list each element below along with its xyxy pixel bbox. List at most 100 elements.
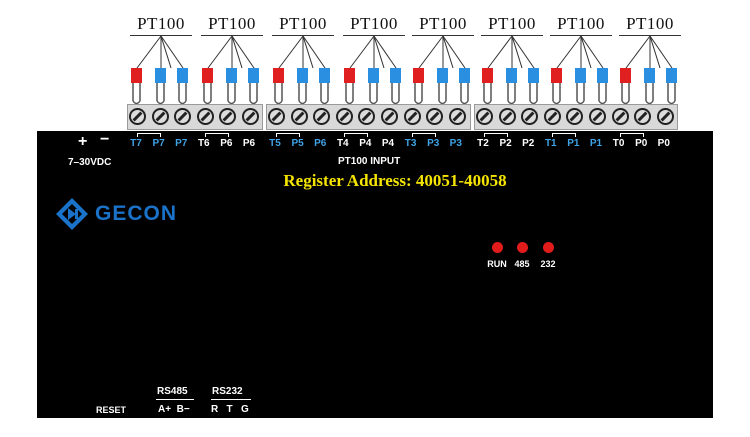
sensor-label: PT100 [279, 14, 327, 33]
terminal-label: T3 [404, 138, 417, 149]
rs485-underline [156, 399, 194, 400]
pt100-sensor: PT100 [477, 0, 547, 108]
terminal-label: P7 [175, 138, 188, 149]
terminal-label: P4 [381, 138, 395, 149]
terminal-screw[interactable] [476, 108, 493, 125]
terminal-pair-marker [343, 133, 368, 137]
led-label: RUN [487, 259, 507, 269]
terminal-pair-marker [619, 133, 644, 137]
terminal-screw[interactable] [268, 108, 285, 125]
sensor-wiring-icon [273, 35, 330, 105]
sensor-underline [130, 35, 192, 36]
sensor-wiring-icon [551, 35, 608, 105]
terminal-block-left [127, 104, 263, 130]
terminal-label: P1 [567, 138, 580, 149]
pt100-sensor: PT100 [339, 0, 409, 108]
terminal-screw[interactable] [656, 108, 674, 125]
terminal-label: P6 [220, 138, 233, 149]
terminal-screw[interactable] [335, 108, 353, 125]
terminal-pair-marker [204, 133, 229, 137]
terminal-screw[interactable] [611, 108, 629, 125]
terminal-pair-marker [484, 133, 508, 137]
terminal-pair-marker [551, 133, 576, 137]
terminal-screw[interactable] [521, 108, 539, 125]
terminal-screw[interactable] [403, 108, 421, 125]
sensor-label: PT100 [626, 14, 674, 33]
rs232-pins: R T G [211, 404, 249, 415]
led-run-indicator [492, 242, 503, 253]
terminal-label: P6 [314, 138, 327, 149]
pt100-sensor: PT100 [408, 0, 478, 108]
terminal-screw[interactable] [290, 108, 308, 125]
terminal-label: T4 [336, 138, 349, 149]
terminal-label: P4 [359, 138, 372, 149]
terminal-screw[interactable] [242, 108, 259, 125]
gecon-diamond-logo-icon [56, 198, 88, 230]
terminal-screw[interactable] [313, 108, 331, 125]
terminal-screw[interactable] [589, 108, 606, 125]
terminal-screw[interactable] [566, 108, 584, 125]
sensor-underline [550, 35, 612, 36]
pt100-sensor: PT100 [546, 0, 616, 108]
terminal-screw[interactable] [448, 108, 466, 125]
sensor-wiring-icon [344, 35, 401, 105]
terminal-screw[interactable] [543, 108, 561, 125]
sensor-underline [272, 35, 334, 36]
terminal-screw[interactable] [174, 108, 192, 125]
rs232-label: RS232 [212, 386, 243, 397]
brand-name: GECON [95, 202, 178, 225]
sensor-wiring-icon [131, 35, 188, 105]
terminal-label: P1 [589, 138, 603, 149]
terminal-label: T0 [612, 138, 625, 149]
pt100-sensor: PT100 [615, 0, 685, 108]
led-232-indicator [543, 242, 554, 253]
sensor-label: PT100 [137, 14, 185, 33]
terminal-label: T5 [269, 138, 281, 149]
terminal-label: T6 [197, 138, 210, 149]
sensor-wiring-icon [620, 35, 677, 105]
pt100-sensor: PT100 [197, 0, 267, 108]
terminal-label: P7 [152, 138, 165, 149]
rs232-underline [211, 399, 251, 400]
terminal-screw[interactable] [498, 108, 516, 125]
terminal-label: P0 [635, 138, 648, 149]
sensor-wiring-icon [413, 35, 470, 105]
terminal-screw[interactable] [426, 108, 444, 125]
device-body [37, 131, 713, 418]
input-title: PT100 INPUT [338, 156, 401, 167]
led-label: 485 [514, 259, 530, 269]
sensor-underline [201, 35, 263, 36]
terminal-screw[interactable] [219, 108, 237, 125]
sensor-underline [481, 35, 543, 36]
terminal-label: P3 [449, 138, 462, 149]
terminal-screw[interactable] [151, 108, 169, 125]
terminal-pair-marker [411, 133, 436, 137]
power-voltage: 7–30VDC [68, 157, 112, 168]
terminal-label: T2 [477, 138, 489, 149]
reset-label: RESET [96, 405, 127, 415]
terminal-label: P2 [522, 138, 535, 149]
terminal-label: T7 [130, 138, 142, 149]
sensor-wiring-icon [482, 35, 539, 105]
brand-logo: GECON [55, 197, 190, 231]
sensor-label: PT100 [419, 14, 467, 33]
pt100-sensor: PT100 [126, 0, 196, 108]
sensor-label: PT100 [350, 14, 398, 33]
terminal-screw[interactable] [381, 108, 398, 125]
terminal-screw[interactable] [358, 108, 376, 125]
terminal-screw[interactable] [634, 108, 652, 125]
power-minus: − [100, 131, 110, 148]
rs485-pins: A+ B− [158, 404, 190, 415]
terminal-screw[interactable] [196, 108, 214, 125]
terminal-screw[interactable] [129, 108, 146, 125]
led-485-indicator [517, 242, 528, 253]
terminal-label: P0 [657, 138, 670, 149]
register-address: Register Address: 40051-40058 [283, 171, 507, 190]
terminal-label: P3 [427, 138, 440, 149]
sensor-label: PT100 [557, 14, 605, 33]
terminal-label: P2 [499, 138, 512, 149]
pt100-sensor: PT100 [268, 0, 338, 108]
led-label: 232 [540, 259, 556, 269]
sensor-label: PT100 [488, 14, 536, 33]
terminal-label: T1 [544, 138, 557, 149]
